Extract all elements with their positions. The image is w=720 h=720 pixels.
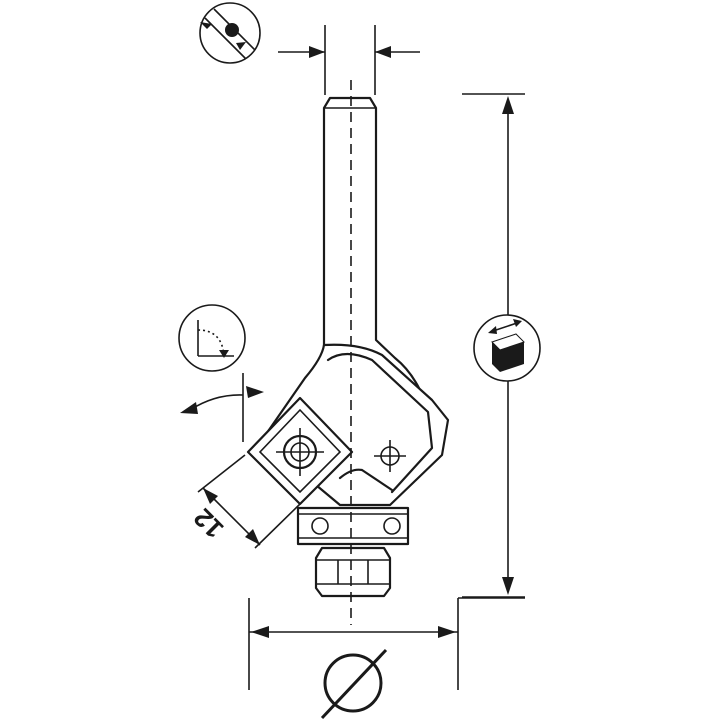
bearing: [296, 506, 410, 546]
angle-indicator: [180, 373, 264, 442]
center-mark-icon: [374, 440, 406, 472]
total-length-dimension: [462, 93, 525, 598]
cutting-angle-icon: [178, 304, 246, 372]
cutting-diameter-dimension: [248, 597, 525, 690]
diameter-symbol-icon: [320, 648, 388, 720]
shank-diameter-icon: [199, 2, 261, 64]
nut: [314, 546, 392, 598]
cutter-body: [246, 343, 450, 507]
total-length-icon: [473, 314, 541, 382]
shank-diameter-dimension: [278, 25, 420, 95]
